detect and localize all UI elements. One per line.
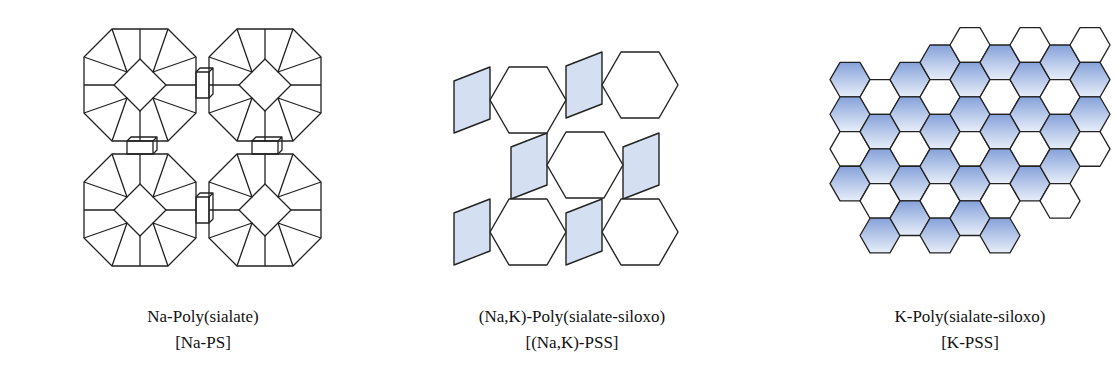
caption-label: [Na-PS]: [175, 333, 231, 353]
sodalite-cage-network-part: [196, 197, 209, 223]
sodalite-cage-network-part: [209, 29, 321, 141]
hexagonal-prism-network-part: [511, 133, 547, 199]
hexagonal-prism-network-part: [602, 52, 678, 118]
sodalite-cage-network-part: [196, 72, 209, 98]
caption-label: [(Na,K)-PSS]: [525, 333, 618, 353]
sodalite-cage-network-part: [84, 154, 196, 266]
sodalite-cage-network-part: [127, 137, 157, 154]
hexagonal-sheet-network-part: [1070, 28, 1110, 63]
hexagonal-prism-network-part: [547, 132, 623, 198]
sodalite-cage-network-part: [252, 137, 282, 154]
hexagonal-prism-network-part: [454, 67, 490, 133]
hexagonal-prism-network-part: [566, 199, 602, 265]
caption-label: (Na,K)-Poly(sialate-siloxo): [479, 307, 665, 327]
caption-label: K-Poly(sialate-siloxo): [894, 307, 1045, 327]
sodalite-cage-network-part: [127, 141, 153, 154]
sodalite-cage-network-part: [209, 154, 321, 266]
hexagonal-sheet-network-part: [1070, 97, 1110, 132]
sodalite-cage-network-part: [252, 141, 278, 154]
sodalite-cage-network-part: [196, 68, 213, 98]
caption-label: Na-Poly(sialate): [147, 307, 258, 327]
hexagonal-sheet-network-part: [980, 218, 1020, 253]
hexagonal-prism-network-part: [454, 199, 490, 265]
hexagonal-sheet-network-part: [1070, 132, 1110, 167]
hexagonal-prism-network-part: [490, 67, 566, 133]
sodalite-cage-network-part: [196, 193, 213, 223]
hexagonal-sheet-network: [830, 28, 1110, 253]
hexagonal-prism-network-part: [623, 133, 659, 199]
sodalite-cage-network-part: [84, 29, 196, 141]
hexagonal-prism-network: [454, 52, 678, 265]
hexagonal-prism-network-part: [602, 199, 678, 265]
hexagonal-prism-network-part: [490, 199, 566, 265]
hexagonal-prism-network-part: [566, 52, 602, 118]
hexagonal-sheet-network-part: [1040, 184, 1080, 219]
hexagonal-sheet-network-part: [1070, 62, 1110, 97]
sodalite-cage-network: [84, 29, 321, 266]
caption-label: [K-PSS]: [941, 333, 999, 353]
